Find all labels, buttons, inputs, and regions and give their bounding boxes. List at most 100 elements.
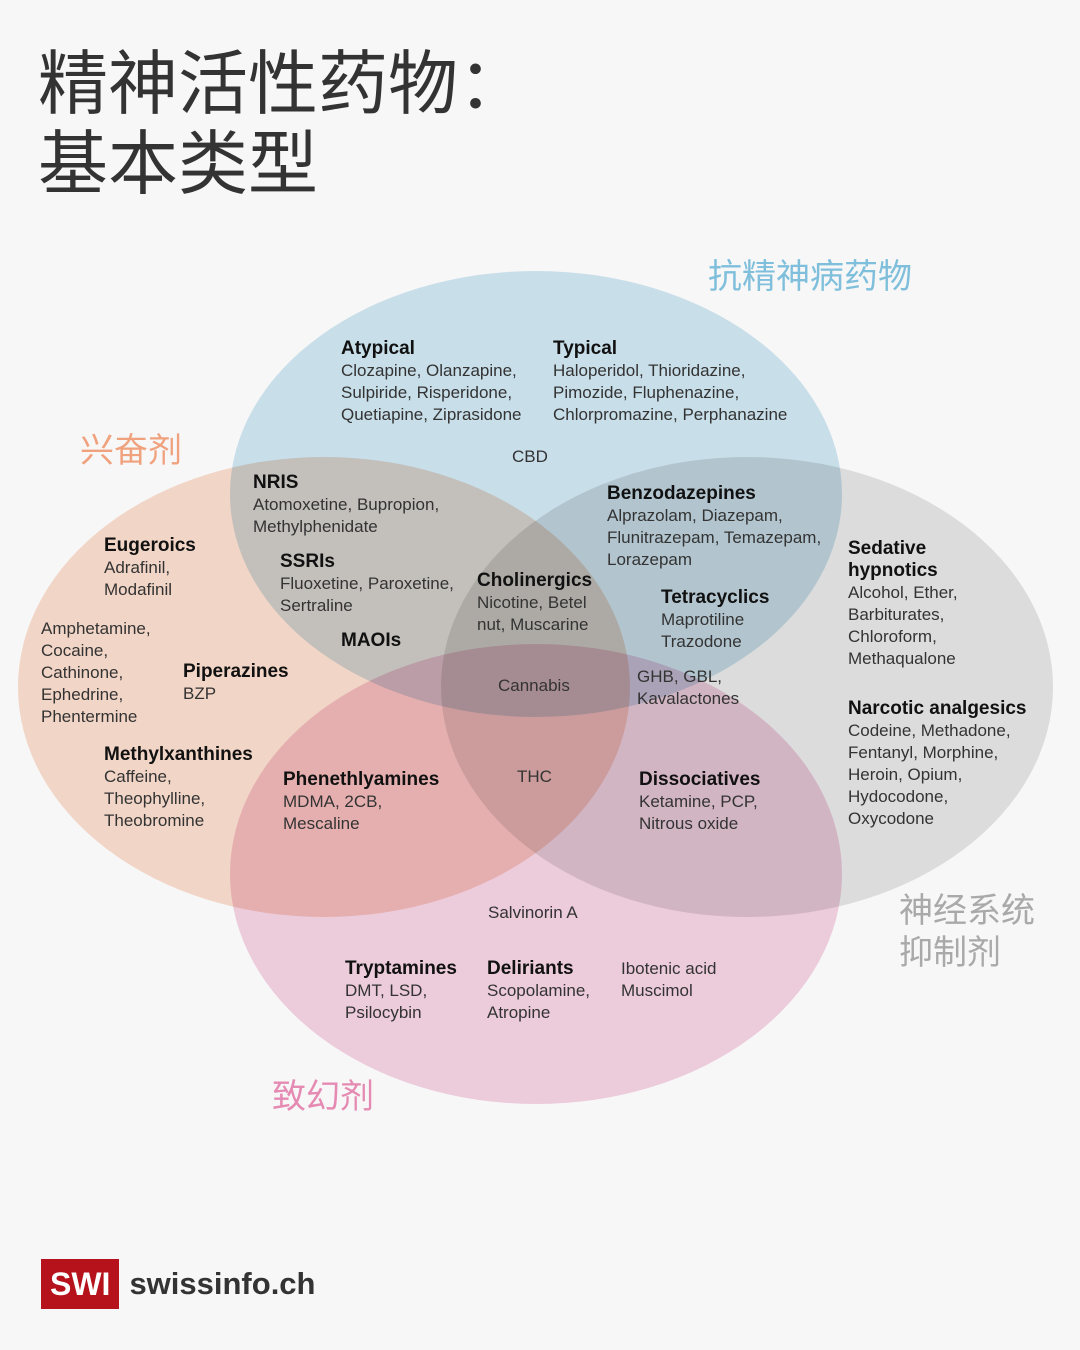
group-item: Atropine xyxy=(487,1003,551,1022)
group-item: Caffeine, xyxy=(104,767,172,786)
group-name: Cholinergics xyxy=(477,570,593,591)
category-depressants: 神经系统 抑制剂 xyxy=(899,890,1035,974)
group-item: Fluoxetine, Paroxetine, xyxy=(280,574,454,593)
group-item: Atomoxetine, Bupropion, xyxy=(253,495,440,514)
drug-group: CBD xyxy=(512,446,548,468)
group-name: Deliriants xyxy=(487,958,574,979)
title-line: 精神活性药物： xyxy=(38,43,528,125)
group-item: Pimozide, Fluphenazine, xyxy=(553,383,740,402)
drug-group: GHB, GBL, Kavalactones xyxy=(637,666,739,710)
group-name: Typical xyxy=(553,338,618,359)
group-item: Scopolamine, xyxy=(487,981,591,1000)
group-item: MDMA, 2CB, xyxy=(283,792,383,811)
group-item: Codeine, Methadone, xyxy=(848,721,1011,740)
page-title: 精神活性药物： 基本类型 xyxy=(38,44,528,204)
group-item: Maprotiline xyxy=(661,610,745,629)
group-item: Heroin, Opium, xyxy=(848,765,963,784)
group-name: Methylxanthines xyxy=(104,744,253,765)
drug-group: Salvinorin A xyxy=(488,902,578,924)
group-item: Hydocodone, xyxy=(848,787,949,806)
group-item: Haloperidol, Thioridazine, xyxy=(553,361,746,380)
category-stimulants: 兴奋剂 xyxy=(80,431,182,471)
group-item: Theobromine xyxy=(104,811,205,830)
group-item: Chlorpromazine, Perphanazine xyxy=(553,405,788,424)
group-item: Nitrous oxide xyxy=(639,814,739,833)
group-item: Alcohol, Ether, xyxy=(848,583,958,602)
drug-group: THC xyxy=(517,766,552,788)
group-name: Tetracyclics xyxy=(661,587,770,608)
group-item: Mescaline xyxy=(283,814,360,833)
hallucinogens-circle xyxy=(230,644,842,1104)
group-name: Piperazines xyxy=(183,661,289,682)
group-name: SSRIs xyxy=(280,551,335,572)
group-item: Flunitrazepam, Temazepam, xyxy=(607,528,822,547)
group-name: Tryptamines xyxy=(345,958,457,979)
group-name: NRIS xyxy=(253,472,299,493)
logo-site: swissinfo.ch xyxy=(129,1266,316,1301)
swissinfo-logo: SWI swissinfo.ch xyxy=(41,1259,315,1309)
group-item: Methaqualone xyxy=(848,649,956,668)
group-item: CBD xyxy=(512,447,548,466)
drug-group: NRIS Atomoxetine, Bupropion, Methylphenida… xyxy=(253,472,439,538)
group-item: THC xyxy=(517,767,552,786)
group-item: DMT, LSD, xyxy=(345,981,428,1000)
group-name: Dissociatives xyxy=(639,769,761,790)
group-item: Alprazolam, Diazepam, xyxy=(607,506,783,525)
group-item: Muscimol xyxy=(621,981,693,1000)
group-name: Phenethlyamines xyxy=(283,769,440,790)
group-name: Narcotic analgesics xyxy=(848,698,1027,719)
group-item: GHB, GBL, xyxy=(637,667,723,686)
group-item: Chloroform, xyxy=(848,627,937,646)
group-name: Sedative hypnotics xyxy=(848,538,938,581)
group-item: Cocaine, xyxy=(41,641,109,660)
group-item: Cannabis xyxy=(498,676,570,695)
group-item: Oxycodone xyxy=(848,809,934,828)
drug-group: Cannabis xyxy=(498,675,570,697)
category-line: 神经系统 xyxy=(899,891,1035,931)
group-item: Kavalactones xyxy=(637,689,740,708)
group-item: BZP xyxy=(183,684,217,703)
group-name: Benzodazepines xyxy=(607,483,756,504)
group-item: Ketamine, PCP, xyxy=(639,792,758,811)
group-item: Fentanyl, Morphine, xyxy=(848,743,999,762)
group-item: Theophylline, xyxy=(104,789,206,808)
drug-group: MAOIs xyxy=(341,630,401,652)
group-item: Clozapine, Olanzapine, xyxy=(341,361,517,380)
group-item: Sertraline xyxy=(280,596,353,615)
category-line: 抑制剂 xyxy=(899,933,1001,973)
drug-group: Amphetamine, Cocaine, Cathinone, Ephedrine,… xyxy=(41,618,151,728)
group-item: Phentermine xyxy=(41,707,138,726)
category-hallucinogens: 致幻剂 xyxy=(272,1077,374,1117)
group-name: MAOIs xyxy=(341,630,402,651)
group-item: Lorazepam xyxy=(607,550,693,569)
group-name: Eugeroics xyxy=(104,535,196,556)
logo-box: SWI xyxy=(41,1259,120,1309)
group-item: Cathinone, xyxy=(41,663,124,682)
group-item: Trazodone xyxy=(661,632,742,651)
group-item: Amphetamine, xyxy=(41,619,151,638)
group-item: Psilocybin xyxy=(345,1003,422,1022)
group-item: Adrafinil, xyxy=(104,558,171,577)
group-item: Ephedrine, xyxy=(41,685,124,704)
group-item: nut, Muscarine xyxy=(477,615,589,634)
group-item: Barbiturates, xyxy=(848,605,945,624)
group-item: Methylphenidate xyxy=(253,517,378,536)
category-antipsychotics: 抗精神病药物 xyxy=(708,257,912,297)
